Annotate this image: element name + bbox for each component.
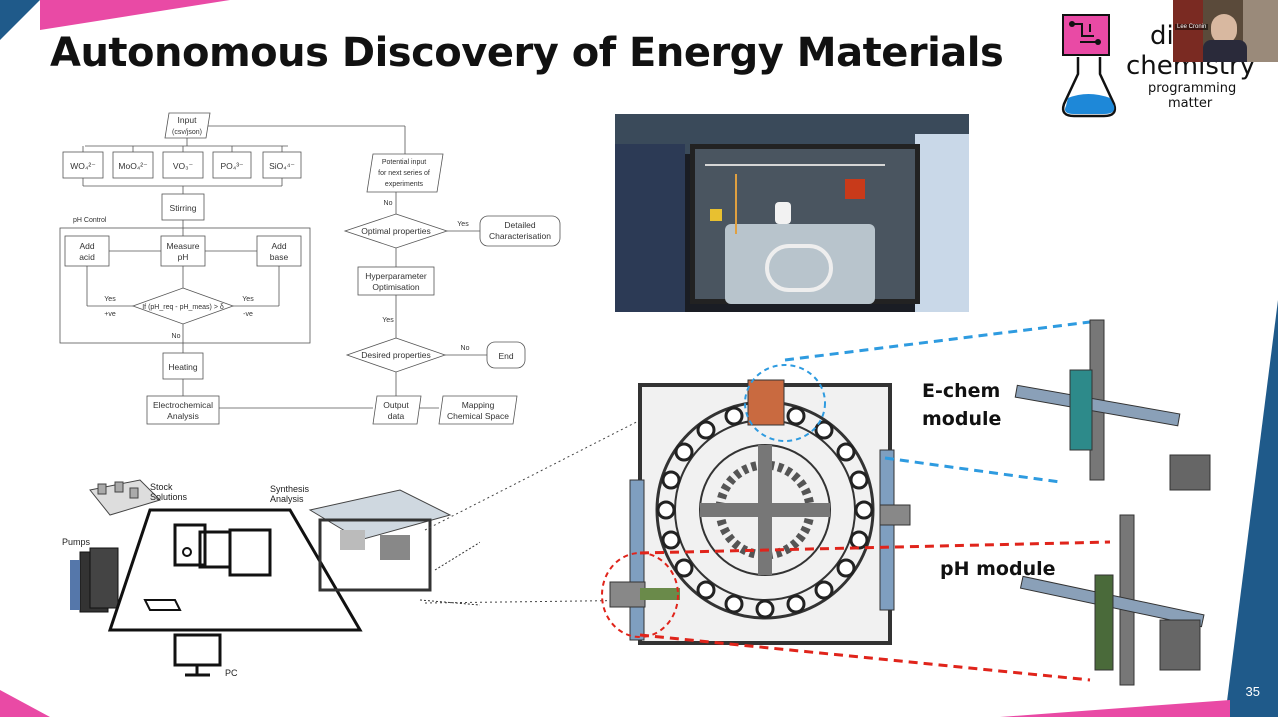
- desired-properties-node: [345, 337, 447, 373]
- optimal-properties-node: [343, 213, 449, 249]
- svg-text:Add: Add: [79, 241, 94, 251]
- corner-accent-bottomright: [1225, 300, 1278, 717]
- heating-node: [162, 352, 204, 380]
- svg-text:Desired properties: Desired properties: [361, 350, 430, 360]
- svg-text:Optimal properties: Optimal properties: [361, 226, 430, 236]
- presenter-name: Lee Cronin: [1175, 24, 1209, 30]
- svg-text:Chemical Space: Chemical Space: [447, 411, 509, 421]
- svg-text:Solutions: Solutions: [150, 492, 188, 502]
- svg-text:Stock: Stock: [150, 482, 173, 492]
- svg-text:WO₄²⁻: WO₄²⁻: [70, 161, 96, 171]
- anion-boxes: WO₄²⁻ MoO₄²⁻ VO₃⁻ PO₄³⁻ SiO₄⁴⁻: [62, 151, 302, 179]
- pink-stripe-bottom: [1000, 700, 1230, 717]
- cad-platform-drawing: [601, 319, 1211, 686]
- mapping-node: [438, 395, 518, 425]
- pumps-icon: [70, 547, 119, 613]
- svg-text:experiments: experiments: [385, 181, 424, 188]
- presenter-avatar: [1211, 14, 1237, 44]
- svg-text:Add: Add: [271, 241, 286, 251]
- robot-platform-photo: [615, 114, 969, 312]
- platform-outline: [107, 508, 363, 632]
- svg-text:+ve: +ve: [104, 311, 116, 318]
- pink-stripe-top: [40, 0, 230, 30]
- svg-text:No: No: [384, 200, 393, 207]
- svg-text:SiO₄⁴⁻: SiO₄⁴⁻: [269, 161, 295, 171]
- svg-text:Yes: Yes: [382, 317, 394, 324]
- end-node: [486, 341, 526, 369]
- hyperparameter-node: [357, 266, 435, 296]
- echem-head: [747, 379, 785, 426]
- svg-text:VO₃⁻: VO₃⁻: [173, 161, 194, 171]
- svg-text:No: No: [172, 333, 181, 340]
- ph-module-cad: [1019, 514, 1205, 686]
- svg-text:(csv/json): (csv/json): [172, 129, 202, 136]
- logo-matter: matter: [1168, 96, 1213, 111]
- pc-icon: [173, 633, 222, 677]
- anion-box: [262, 151, 302, 179]
- add-base-node: [256, 235, 302, 267]
- svg-text:PO₄³⁻: PO₄³⁻: [220, 161, 244, 171]
- workflow-flowchart: Input (csv/json) WO₄²⁻ MoO₄²⁻ VO₃⁻ PO₄³⁻…: [59, 112, 561, 425]
- svg-text:MoO₄²⁻: MoO₄²⁻: [118, 161, 148, 171]
- output-data-node: [372, 395, 422, 425]
- corner-accent-topleft: [0, 0, 40, 40]
- svg-text:Mapping: Mapping: [462, 400, 495, 410]
- ph-control-label: pH Control: [73, 217, 107, 224]
- svg-text:No: No: [461, 345, 470, 352]
- svg-text:If (pH_req - pH_meas) > δ: If (pH_req - pH_meas) > δ: [142, 304, 224, 311]
- logo-di: di: [1150, 21, 1174, 51]
- svg-text:Synthesis: Synthesis: [270, 484, 310, 494]
- svg-text:pH: pH: [178, 252, 189, 262]
- svg-text:for next series of: for next series of: [378, 170, 430, 177]
- potential-input-node: [366, 153, 444, 193]
- svg-text:Yes: Yes: [457, 221, 469, 228]
- svg-text:data: data: [388, 411, 405, 421]
- svg-text:Electrochemical: Electrochemical: [153, 400, 213, 410]
- svg-text:PC: PC: [225, 668, 238, 678]
- stock-solutions-icon: [89, 479, 161, 516]
- svg-text:Analysis: Analysis: [167, 411, 199, 421]
- echem-module-cad: [1014, 319, 1211, 491]
- svg-text:Heating: Heating: [168, 362, 198, 372]
- ph-module-label: pH module: [940, 558, 1056, 580]
- svg-text:Characterisation: Characterisation: [489, 231, 551, 241]
- presenter-video[interactable]: Lee Cronin: [1173, 0, 1278, 62]
- stirring-node: [161, 193, 205, 221]
- input-node: [164, 112, 211, 139]
- electrochem-node: [146, 395, 220, 425]
- measure-ph-node: [160, 235, 206, 267]
- svg-text:-ve: -ve: [243, 311, 253, 318]
- svg-text:Input: Input: [178, 115, 198, 125]
- dichemistry-logo: di chemistry programming matter: [1060, 12, 1270, 122]
- svg-text:Optimisation: Optimisation: [372, 282, 420, 292]
- echem-module-label: E-chem module: [922, 380, 1002, 430]
- svg-text:Output: Output: [383, 400, 409, 410]
- svg-text:acid: acid: [79, 252, 95, 262]
- svg-text:Detailed: Detailed: [504, 220, 535, 230]
- svg-text:Stirring: Stirring: [170, 203, 197, 213]
- svg-text:End: End: [498, 351, 513, 361]
- svg-text:Analysis: Analysis: [270, 494, 304, 504]
- svg-text:Pumps: Pumps: [62, 537, 91, 547]
- synthesis-rig-icon: [308, 489, 452, 592]
- svg-text:base: base: [270, 252, 289, 262]
- svg-text:Hyperparameter: Hyperparameter: [365, 271, 427, 281]
- logo-programming: programming: [1148, 81, 1236, 96]
- pink-stripe-bottomleft: [0, 690, 50, 717]
- slide-title: Autonomous Discovery of Energy Materials: [50, 30, 1004, 76]
- svg-text:Measure: Measure: [166, 241, 199, 251]
- svg-text:Yes: Yes: [242, 296, 254, 303]
- slide-number: 35: [1245, 684, 1260, 699]
- add-acid-node: [64, 235, 110, 267]
- setup-diagram: Stock Solutions Synthesis Analysis Pumps…: [62, 479, 480, 678]
- detailed-characterisation-node: [479, 215, 561, 247]
- svg-text:Yes: Yes: [104, 296, 116, 303]
- anion-box: [162, 151, 204, 179]
- svg-text:Potential input: Potential input: [382, 159, 426, 166]
- ph-control-group: [59, 227, 311, 344]
